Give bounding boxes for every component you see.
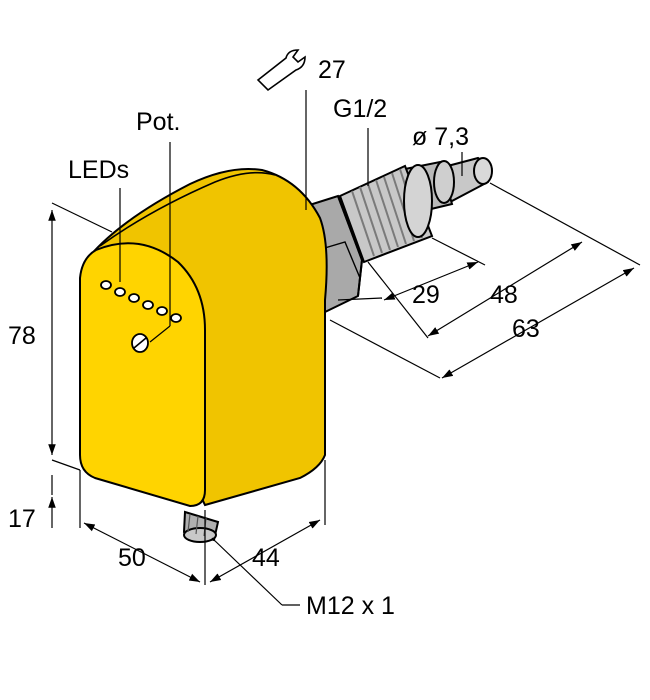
potentiometer — [131, 333, 149, 353]
led-row — [100, 280, 182, 323]
dimension-lines — [48, 90, 641, 606]
led — [128, 293, 140, 303]
sensor-housing — [79, 167, 328, 508]
dim-63-label: 63 — [512, 315, 540, 343]
pot-label: Pot. — [136, 108, 180, 136]
led — [142, 300, 154, 310]
depth-label: 44 — [252, 544, 280, 572]
leds-label: LEDs — [68, 156, 129, 184]
dim-17-label: 17 — [8, 505, 36, 533]
height-label: 78 — [8, 322, 36, 350]
dim-29-label: 29 — [412, 281, 440, 309]
dim-48-label: 48 — [490, 281, 518, 309]
wrench-icon — [256, 49, 306, 92]
probe-diameter-label: ø 7,3 — [412, 123, 469, 151]
probe-assembly — [298, 156, 493, 314]
led — [156, 306, 168, 316]
m12-connector — [182, 510, 220, 543]
labels: 27 G1/2 ø 7,3 Pot. LEDs 78 29 48 63 17 5… — [8, 56, 540, 620]
width-label: 50 — [118, 544, 146, 572]
front-face — [79, 242, 206, 508]
thread-label: G1/2 — [333, 95, 387, 123]
led — [100, 280, 112, 290]
led — [114, 287, 126, 297]
led — [170, 313, 182, 323]
wrench-size-label: 27 — [318, 56, 346, 84]
connector-label: M12 x 1 — [306, 592, 395, 620]
